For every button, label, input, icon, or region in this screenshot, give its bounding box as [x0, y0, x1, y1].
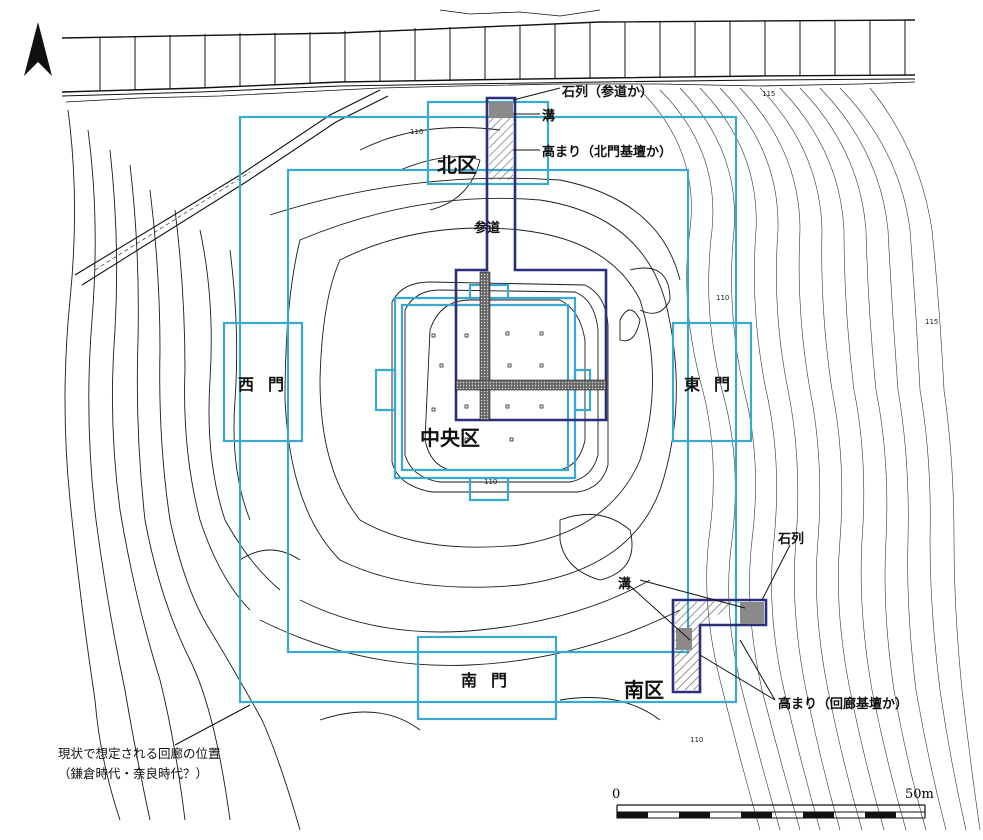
label-trench-south: 溝	[618, 576, 631, 592]
contour-label-110-north: 110	[410, 128, 423, 136]
label-mound-corridor: 高まり（回廊基壇か）	[778, 696, 908, 712]
contour-label-115-east: 115	[925, 318, 938, 326]
contours-east	[639, 87, 981, 831]
label-stone-row-approach: 石列（参道か）	[561, 84, 653, 100]
contour-label-115-ne: 115	[762, 90, 775, 98]
north-arrow-icon	[24, 22, 52, 76]
fence-band	[61, 9, 916, 103]
label-mound-north: 高まり（北門基壇か）	[542, 144, 672, 160]
label-south-zone: 南区	[624, 678, 664, 702]
stone-row-north	[489, 102, 513, 118]
mound-north	[489, 118, 513, 180]
scale-end-label: 50m	[905, 787, 934, 802]
trenches	[454, 96, 768, 694]
contour-label-110-center: 110	[484, 478, 497, 486]
label-south-gate: 南門	[461, 671, 521, 690]
label-approach: 参道	[474, 220, 500, 236]
road	[74, 89, 389, 286]
label-trench-north: 溝	[542, 108, 555, 124]
stone-row-south	[740, 602, 764, 624]
labels: 北区 中央区 南区 西門 東門 南門 石列（参道か） 溝 高まり（北門基壇か） …	[58, 84, 938, 781]
scale-start-label: 0	[612, 787, 620, 802]
contours-west	[64, 109, 301, 831]
contours-center	[239, 127, 681, 731]
survey-points	[431, 331, 544, 442]
contour-label-110-south: 110	[690, 736, 703, 744]
contour-label-110-east: 110	[716, 294, 729, 302]
label-east-gate: 東門	[684, 375, 744, 394]
leader-lines	[174, 87, 791, 746]
legend-line-1: 現状で想定される回廊の位置	[58, 746, 221, 761]
label-center-zone: 中央区	[420, 426, 480, 450]
label-north-zone: 北区	[437, 153, 477, 177]
label-west-gate: 西門	[238, 375, 298, 394]
label-stone-row-south: 石列	[777, 531, 804, 547]
legend-line-2: （鎌倉時代・奈良時代？）	[58, 766, 208, 781]
scale-bar: 0 50m	[612, 787, 934, 819]
